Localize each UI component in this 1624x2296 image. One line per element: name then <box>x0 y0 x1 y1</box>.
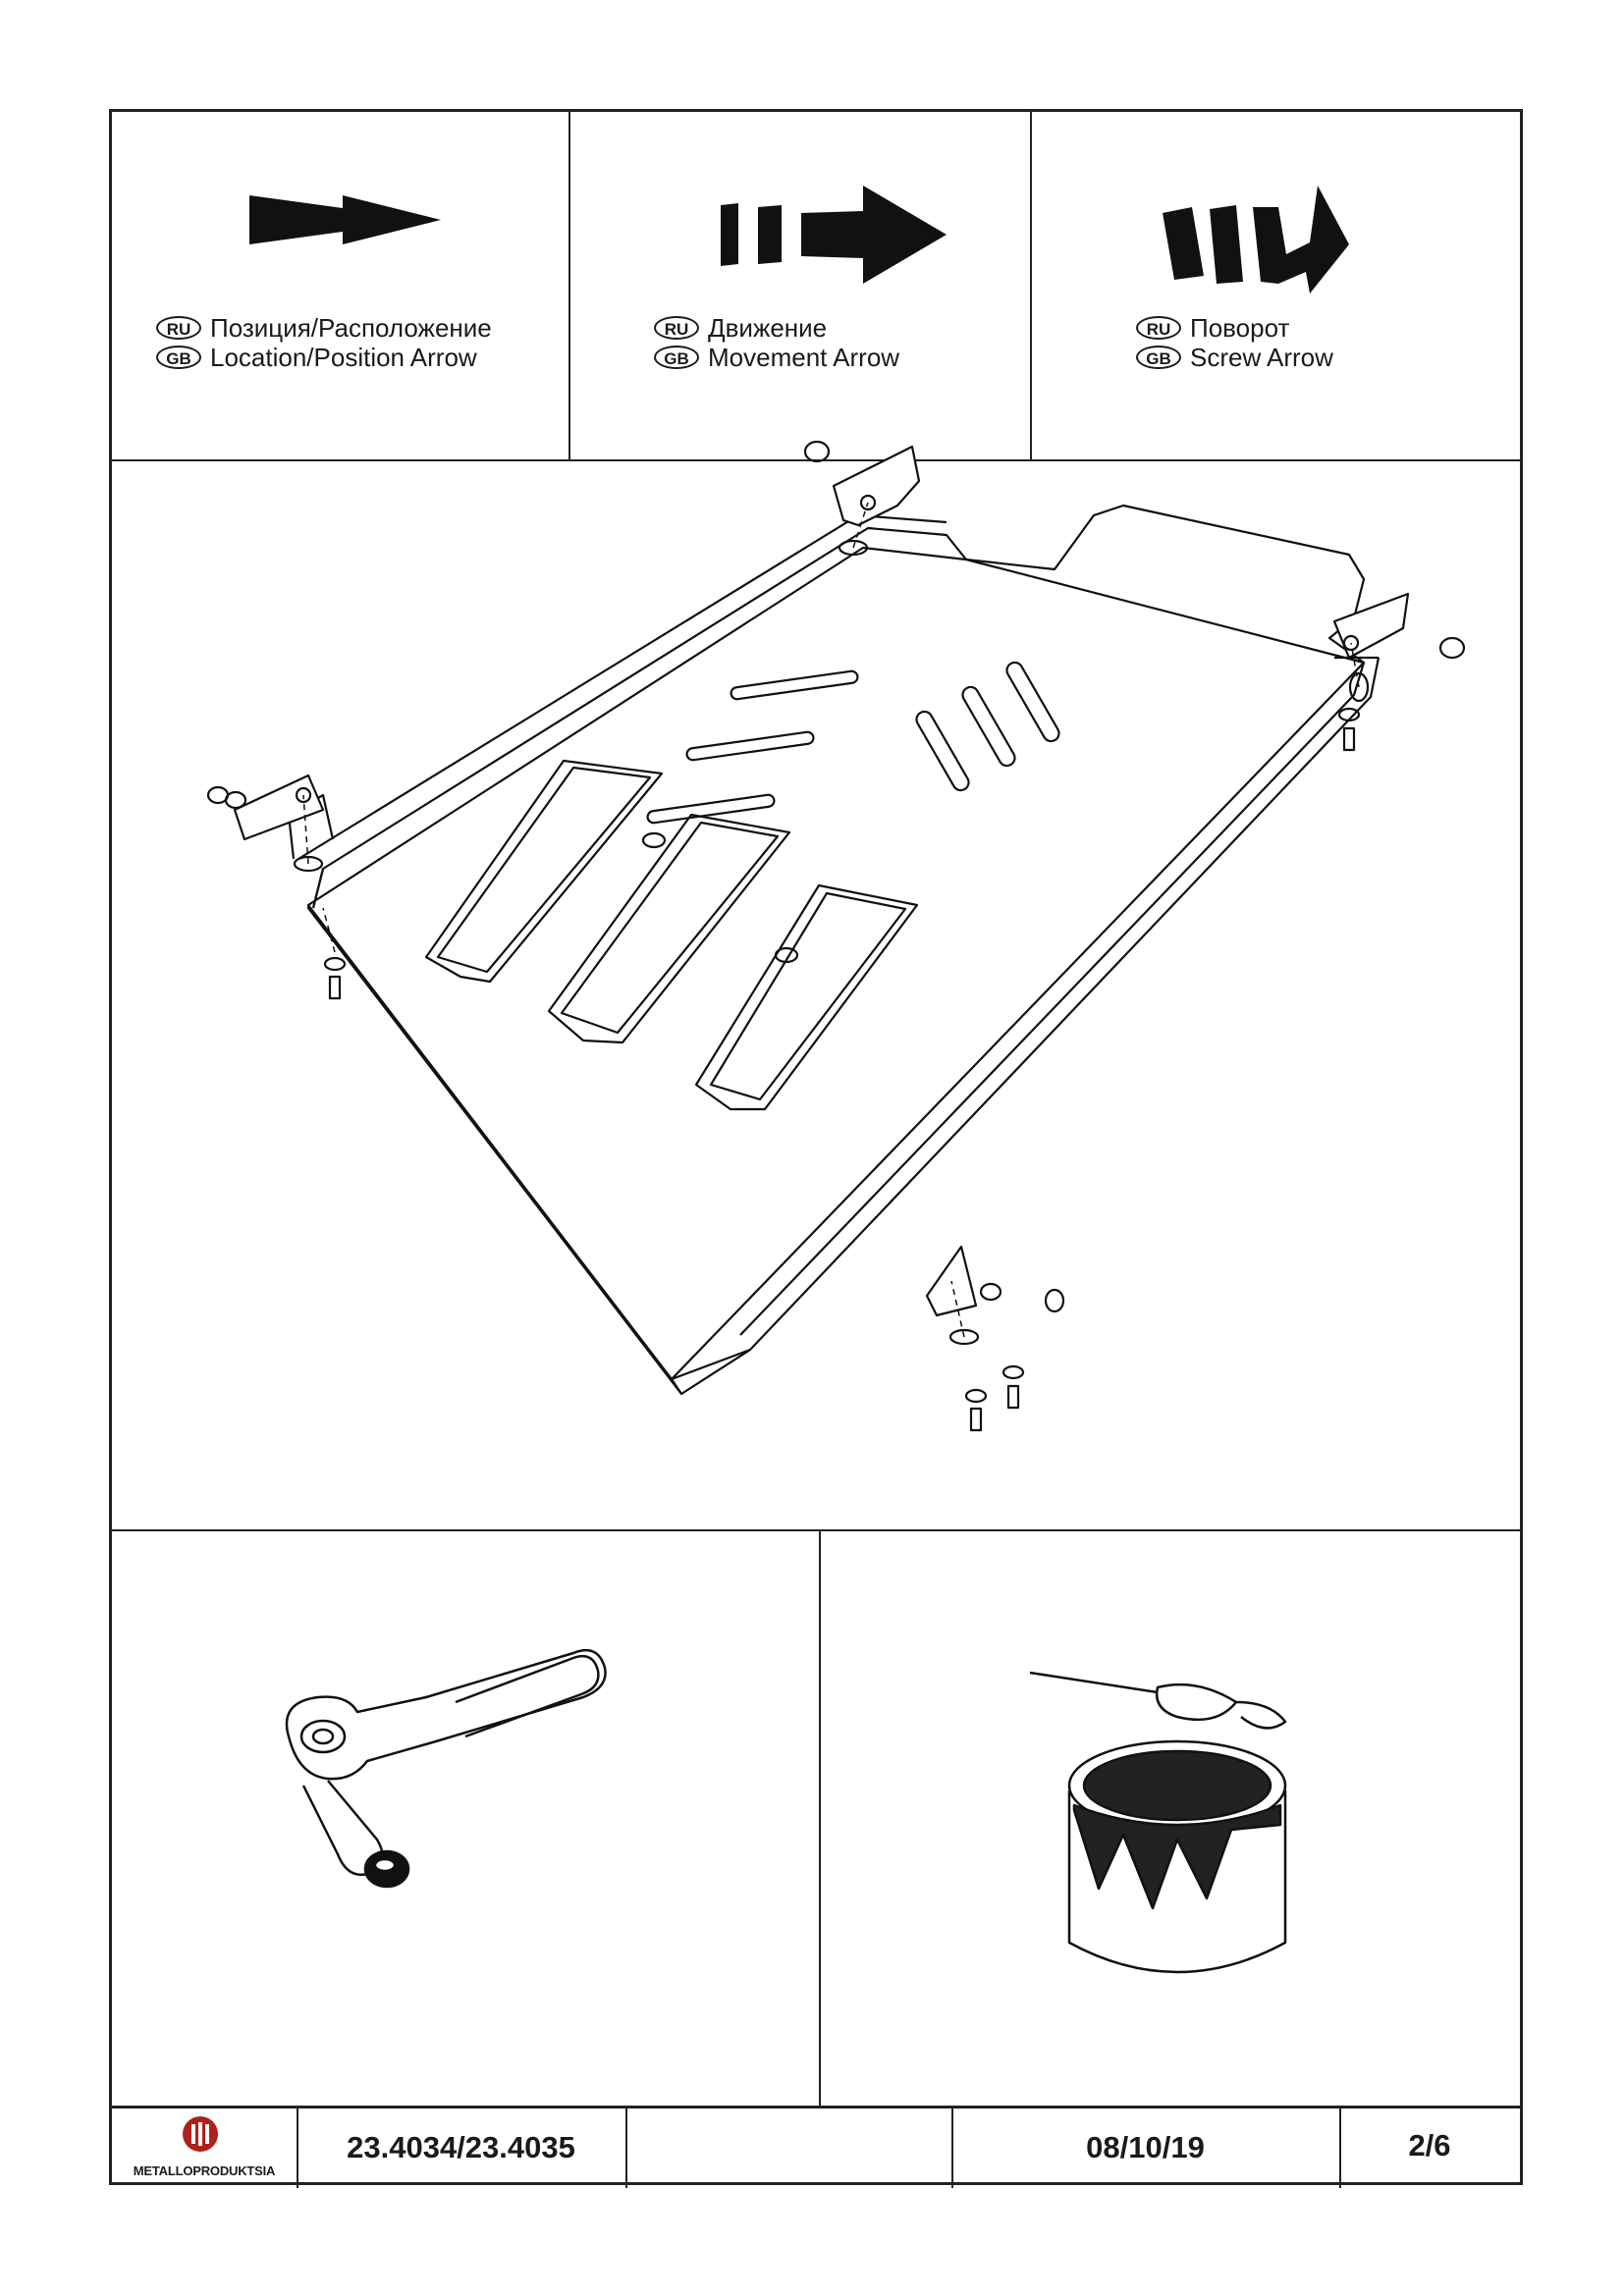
legend-screw: RU Поворот GB Screw Arrow <box>1136 313 1333 372</box>
ru-badge: RU <box>156 316 201 340</box>
page-number: 2/6 <box>1408 2128 1451 2163</box>
divider <box>1030 112 1032 460</box>
legend-gb-text: Screw Arrow <box>1190 343 1333 372</box>
divider <box>819 1530 821 2107</box>
gb-badge: GB <box>156 346 201 369</box>
document-date: 08/10/19 <box>1086 2130 1205 2164</box>
ratchet-wrench-icon <box>285 1648 607 1889</box>
screw-arrow-icon <box>1163 186 1349 294</box>
legend-ru-text: Поворот <box>1190 313 1290 343</box>
divider <box>297 2108 298 2188</box>
legend-gb-text: Location/Position Arrow <box>210 343 477 372</box>
legend-ru-text: Позиция/Расположение <box>210 313 492 343</box>
legend-movement: RU Движение GB Movement Arrow <box>654 313 899 372</box>
paint-brush-can-icon <box>1029 1671 1287 1974</box>
skid-plate-drawing <box>206 440 1466 1432</box>
legend-location: RU Позиция/Расположение GB Location/Positi… <box>156 313 492 372</box>
gb-badge: GB <box>1136 346 1181 369</box>
ru-badge: RU <box>654 316 699 340</box>
divider <box>951 2108 953 2188</box>
part-number: 23.4034/23.4035 <box>347 2130 575 2164</box>
legend-gb-text: Movement Arrow <box>708 343 900 372</box>
ru-badge: RU <box>1136 316 1181 340</box>
gb-badge: GB <box>654 346 699 369</box>
location-arrow-icon <box>249 195 441 244</box>
divider <box>112 1529 1520 1531</box>
movement-arrow-icon <box>721 186 947 284</box>
divider <box>112 2106 1520 2109</box>
divider <box>1339 2108 1341 2188</box>
brand-name: METALLOPRODUKTSIA <box>133 2163 276 2178</box>
instruction-sheet: RU Позиция/Расположение GB Location/Positi… <box>109 109 1523 2188</box>
divider <box>568 112 570 460</box>
brand-logo-icon <box>183 2116 218 2152</box>
divider <box>625 2108 627 2188</box>
legend-ru-text: Движение <box>708 313 828 343</box>
